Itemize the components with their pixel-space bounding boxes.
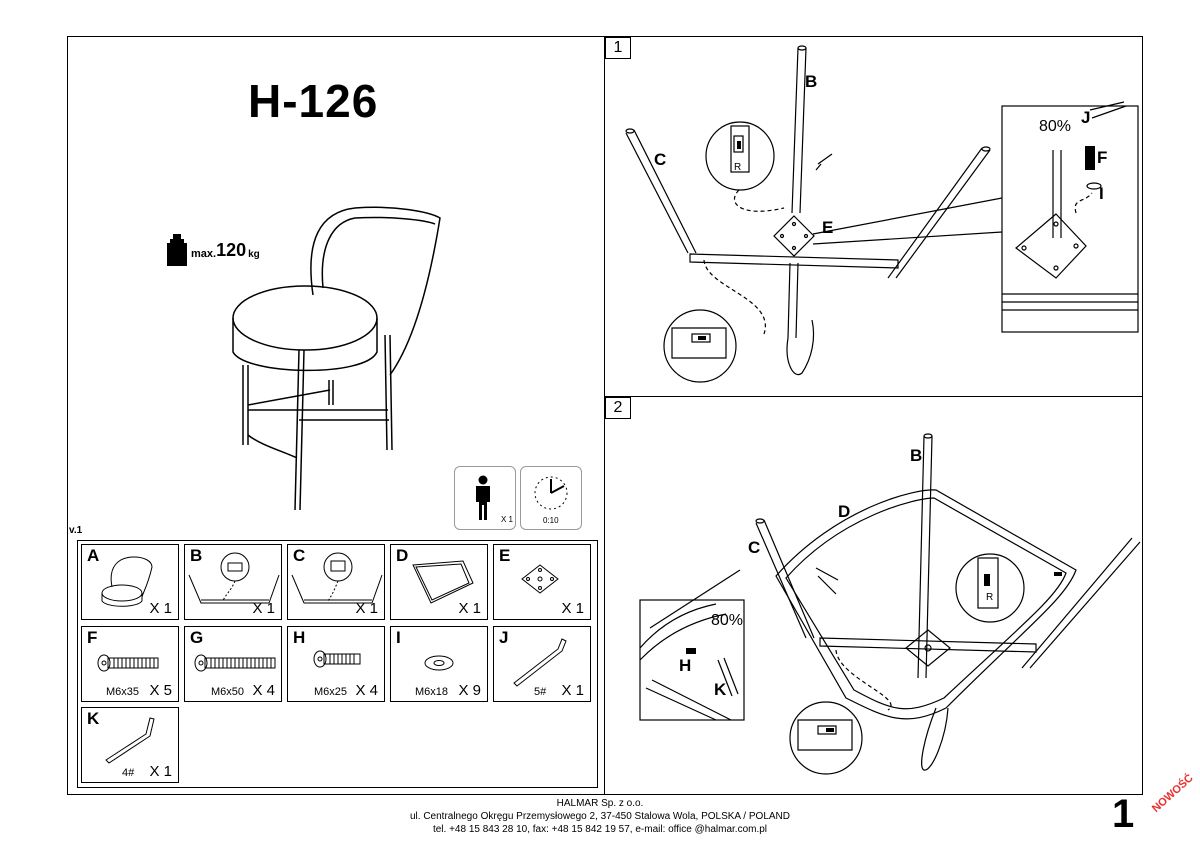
clock-icon [534,476,568,510]
chair-part-icon [101,556,153,607]
part-letter: B [190,546,203,565]
bolt-icon [194,654,276,672]
part-e: E X 1 [493,544,591,620]
person-icon [476,475,490,520]
washer-icon [424,655,454,671]
part-letter: H [293,628,306,647]
allen-key-icon [105,717,155,764]
page-frame [67,36,1143,795]
part-b: B X 1 [184,544,282,620]
part-size: M6x18 [415,686,449,698]
part-letter: A [87,546,100,565]
tightening-percent: 80% [711,612,744,629]
label-e: E [822,218,834,237]
page-number: 1 [1112,792,1135,836]
max-load-value: 120 [216,239,247,260]
part-letter: E [499,546,511,565]
label-i: I [1099,184,1104,203]
time-box: 0:10 [520,466,582,530]
persons-box: X 1 [454,466,516,530]
part-qty: X 1 [355,600,378,617]
max-load-prefix: max. [191,248,217,260]
part-c: C X 1 [287,544,385,620]
part-qty: X 4 [355,682,378,699]
persons-count: X 1 [501,515,514,524]
ring-frame-icon [412,560,474,604]
part-letter: I [396,628,401,647]
vertical-divider [604,36,605,795]
part-size: 5# [534,686,547,698]
part-letter: D [396,546,409,565]
allen-key-icon [513,638,567,687]
part-letter: F [87,628,98,647]
label-c: C [654,150,667,169]
weight-icon [167,234,187,266]
tightening-percent: 80% [1039,118,1072,135]
label-c: C [748,538,761,557]
base-frame-icon [291,552,383,604]
part-letter: C [293,546,306,565]
footer-address: ul. Centralnego Okręgu Przemysłowego 2, … [409,811,790,822]
time-value: 0:10 [543,516,559,525]
step-number: 1 [605,37,631,59]
step-number: 2 [605,397,631,419]
label-k: K [714,680,727,699]
part-qty: X 4 [252,682,275,699]
part-size: 4# [122,767,135,779]
part-qty: X 1 [149,763,172,780]
part-qty: X 1 [561,682,584,699]
footer-company: HALMAR Sp. z o.o. [556,798,644,809]
label-d: D [838,502,851,521]
bolt-icon [313,650,361,668]
label-j: J [1081,108,1091,127]
part-qty: X 1 [252,600,275,617]
footer-contact: tel. +48 15 843 28 10, fax: +48 15 842 1… [432,824,768,835]
part-qty: X 1 [561,600,584,617]
part-letter: G [190,628,204,647]
marker-r: R [986,592,994,603]
marker-r: R [734,162,742,173]
part-letter: J [499,628,509,647]
base-frame-icon [188,552,280,604]
bolt-icon [97,654,159,672]
label-f: F [1097,148,1108,167]
part-d: D X 1 [390,544,488,620]
max-load-unit: kg [248,248,260,260]
part-h: H M6x25 X 4 [287,626,385,702]
label-b: B [910,446,923,465]
part-g: G M6x50 X 4 [184,626,282,702]
part-qty: X 1 [458,600,481,617]
max-load: max. 120 kg [167,234,260,266]
horizontal-divider [604,396,1143,397]
part-j: J 5# X 1 [493,626,591,702]
label-b: B [805,72,818,91]
part-qty: X 9 [458,682,481,699]
part-size: M6x35 [106,686,140,698]
part-k: K 4# X 1 [81,707,179,783]
version-label: v.1 [69,525,83,536]
part-i: I M6x18 X 9 [390,626,488,702]
label-h: H [679,656,692,675]
step2-diagram [639,433,1141,775]
part-qty: X 5 [149,682,172,699]
chair-illustration [232,206,441,511]
parts-table [77,540,598,788]
part-a: A X 1 [81,544,179,620]
part-letter: K [87,709,100,728]
step1-diagram [625,45,1139,383]
part-f: F M6x35 X 5 [81,626,179,702]
part-qty: X 1 [149,600,172,617]
part-size: M6x25 [314,686,348,698]
mount-plate-icon [521,564,559,594]
part-size: M6x50 [211,686,245,698]
product-title: H-126 [248,75,379,127]
